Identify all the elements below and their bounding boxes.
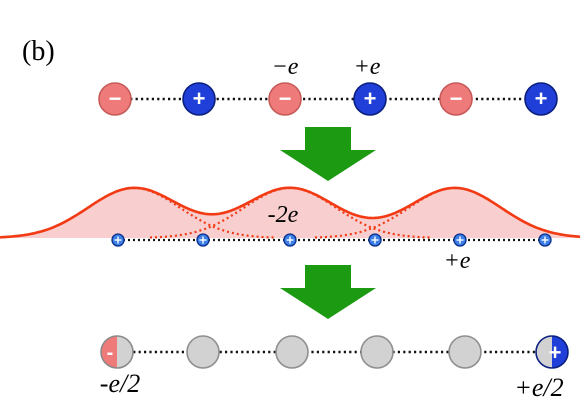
ion-circle — [268, 82, 302, 116]
site-outline — [100, 335, 134, 369]
right-end-site: + — [535, 335, 569, 369]
site-circle — [360, 335, 394, 369]
ion-circle — [98, 82, 132, 116]
down-arrow-icon — [280, 127, 376, 181]
label-plus-e: +e — [354, 54, 381, 80]
left-end-site: - — [100, 335, 134, 369]
negative-ion: − — [268, 82, 302, 116]
positive-site — [111, 233, 125, 247]
positive-half — [552, 336, 568, 368]
minus-sign: − — [109, 86, 122, 111]
label-plus-e-half: +e/2 — [514, 373, 563, 402]
site-circle — [275, 335, 309, 369]
minus-sign: - — [107, 342, 114, 364]
negative-half — [101, 336, 117, 368]
positive-ion: + — [353, 82, 387, 116]
site-circle — [186, 335, 220, 369]
neutral-site — [186, 335, 220, 369]
site-circle — [448, 335, 482, 369]
negative-ion: − — [98, 82, 132, 116]
row3-neutral-chain: - + -e/2 +e/2 — [100, 335, 569, 402]
neutral-site — [448, 335, 482, 369]
positive-site — [196, 233, 210, 247]
label-plus-e-site: +e — [444, 248, 471, 274]
neutral-site — [360, 335, 394, 369]
positive-site — [283, 233, 297, 247]
plus-sign: + — [364, 86, 377, 111]
plus-sign: + — [549, 340, 562, 365]
site-outline — [535, 335, 569, 369]
row2-density: -2e +e — [0, 186, 581, 274]
down-arrow-icon — [280, 265, 376, 319]
minus-sign: − — [279, 86, 292, 111]
neutral-site — [275, 335, 309, 369]
row1-ionic-chain: − + − + − + −e +e — [98, 54, 558, 116]
plus-sign: + — [193, 86, 206, 111]
label-minus-2e: -2e — [268, 202, 299, 228]
ion-circle — [182, 82, 216, 116]
ion-circle — [524, 82, 558, 116]
minus-sign: − — [450, 86, 463, 111]
density-fill-area — [0, 187, 581, 238]
negative-ion: − — [439, 82, 473, 116]
label-minus-e-half: -e/2 — [100, 369, 140, 398]
positive-site — [538, 233, 552, 247]
ion-circle — [439, 82, 473, 116]
plus-sign: + — [535, 86, 548, 111]
positive-ion: + — [182, 82, 216, 116]
ion-circle — [353, 82, 387, 116]
label-minus-e: −e — [272, 54, 299, 80]
density-curve — [0, 186, 581, 239]
positive-site — [368, 233, 382, 247]
positive-site — [453, 233, 467, 247]
panel-label: (b) — [22, 36, 55, 67]
positive-ion: + — [524, 82, 558, 116]
